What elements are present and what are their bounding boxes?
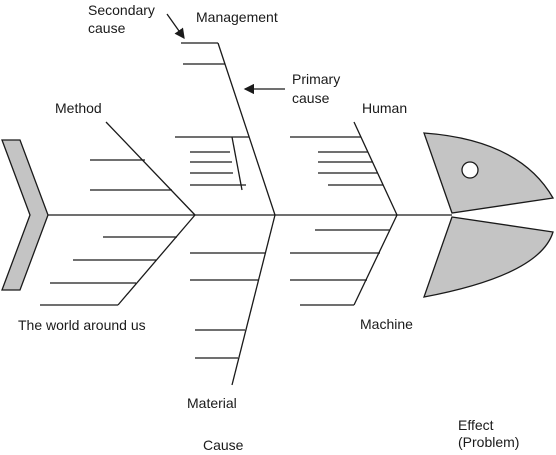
bone-world (40, 214, 196, 306)
label-secondary-cause-line1: Secondary (88, 2, 155, 18)
label-effect-line2: (Problem) (458, 434, 519, 450)
label-human: Human (362, 100, 407, 116)
fish-head-lower (423, 216, 554, 298)
label-primary-cause-line2: cause (292, 90, 330, 106)
label-effect-line1: Effect (458, 417, 494, 433)
bone-human (290, 121, 398, 216)
bone-machine (290, 214, 398, 306)
label-cause: Cause (203, 437, 244, 453)
label-method: Method (55, 100, 102, 116)
secondary-cause-arrow (166, 13, 185, 40)
label-material: Material (187, 395, 237, 411)
fish-eye (461, 161, 479, 179)
bone-management (175, 42, 276, 216)
bone-material (190, 214, 276, 386)
tail-fin (1, 139, 49, 291)
label-machine: Machine (360, 316, 413, 332)
label-primary-cause-line1: Primary (292, 71, 340, 87)
label-world-around-us: The world around us (18, 317, 146, 333)
fish-head-upper (423, 132, 555, 214)
bone-method (90, 121, 196, 216)
label-management: Management (196, 9, 278, 25)
label-secondary-cause-line2: cause (88, 20, 126, 36)
